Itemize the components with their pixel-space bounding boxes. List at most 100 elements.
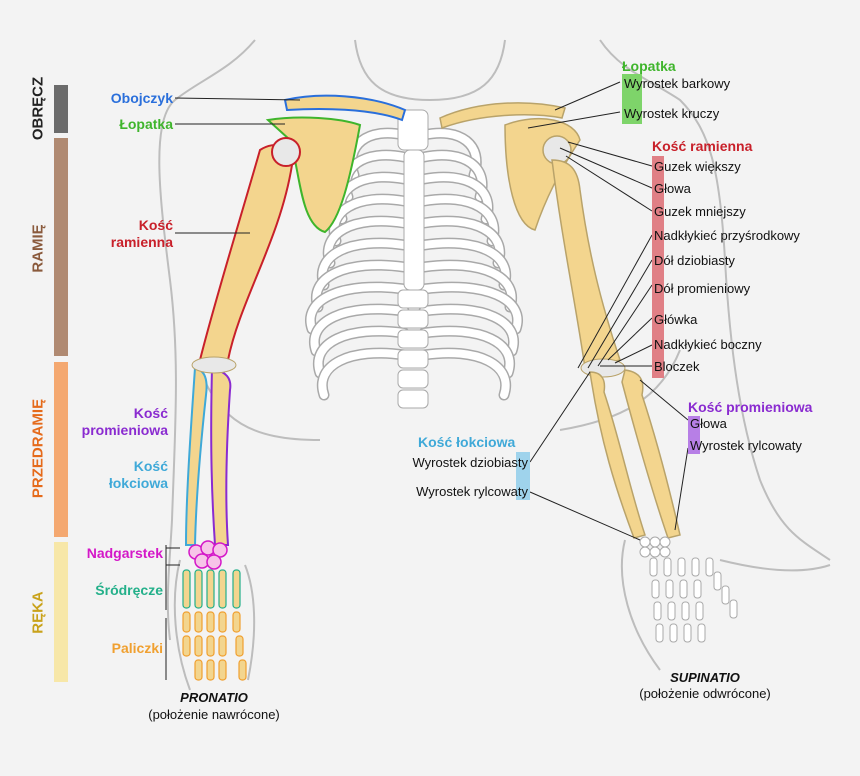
rib bbox=[420, 305, 518, 355]
region-label-ramie: RAMIĘ bbox=[29, 224, 47, 273]
right-arm bbox=[439, 102, 831, 671]
label-paliczki: Paliczki bbox=[111, 640, 163, 656]
rib bbox=[314, 327, 408, 377]
label-obojczyk: Obojczyk bbox=[110, 90, 173, 106]
region-bar-reka bbox=[54, 542, 68, 682]
phalanx bbox=[651, 579, 660, 599]
caption-supinatio-subtitle: (położenie odwrócone) bbox=[639, 686, 771, 701]
left-phalanges bbox=[182, 611, 247, 681]
region-label-obrecz: OBRĘCZ bbox=[29, 76, 47, 141]
phalanx bbox=[218, 659, 227, 681]
left-arm bbox=[173, 94, 407, 691]
item-wyrostek-kruczy: Wyrostek kruczy bbox=[624, 106, 720, 121]
left-scapula bbox=[265, 116, 362, 234]
phalanx bbox=[665, 579, 674, 599]
rib bbox=[310, 305, 408, 355]
left-metacarpals bbox=[182, 569, 241, 609]
phalanx bbox=[235, 635, 244, 657]
left-humerus-head bbox=[271, 137, 301, 167]
region-bar-obrecz bbox=[54, 85, 68, 133]
phalanx bbox=[182, 611, 191, 633]
phalanx bbox=[206, 659, 215, 681]
rib bbox=[306, 283, 408, 333]
metacarpal bbox=[649, 557, 658, 577]
caption-pronatio-subtitle: (położenie nawrócone) bbox=[148, 707, 280, 722]
phalanx bbox=[206, 635, 215, 657]
bar-lopatka bbox=[622, 74, 642, 124]
phalanx bbox=[679, 579, 688, 599]
phalanx bbox=[693, 579, 702, 599]
phalanx bbox=[683, 623, 692, 643]
phalanx bbox=[653, 601, 662, 621]
leader-lines bbox=[165, 81, 689, 680]
right-hand bbox=[639, 536, 738, 643]
item-wyrostek-rylcowaty-radius: Wyrostek rylcowaty bbox=[690, 438, 802, 453]
left-clavicle bbox=[283, 94, 407, 122]
rib bbox=[420, 327, 514, 377]
phalanx bbox=[681, 601, 690, 621]
phalanx bbox=[218, 635, 227, 657]
carpal bbox=[649, 536, 661, 548]
metacarpal bbox=[194, 569, 203, 609]
phalanx bbox=[182, 635, 191, 657]
item-glowa-radius: Głowa bbox=[690, 416, 727, 431]
region-label-przedramie: PRZEDRAMIĘ bbox=[29, 398, 47, 499]
item-nadklykiec-boczny: Nadkłykieć boczny bbox=[654, 337, 762, 352]
item-glowka: Główka bbox=[654, 312, 698, 327]
phalanx bbox=[238, 659, 247, 681]
left-humerus bbox=[198, 144, 294, 361]
phalanx bbox=[194, 635, 203, 657]
label-kosc-promieniowa-left-2: promieniowa bbox=[81, 422, 168, 438]
metacarpal bbox=[663, 557, 672, 577]
label-srodrecze: Śródręcze bbox=[95, 582, 163, 598]
carpal bbox=[639, 546, 651, 558]
label-kosc-promieniowa-left-1: Kość bbox=[133, 405, 168, 421]
item-glowa-humerus: Głowa bbox=[654, 181, 691, 196]
carpal bbox=[659, 546, 671, 558]
item-wyrostek-rylcowaty-ulna: Wyrostek rylcowaty bbox=[416, 484, 528, 499]
title-kosc-ramienna-right: Kość ramienna bbox=[652, 138, 753, 154]
region-label-reka: RĘKA bbox=[29, 591, 47, 634]
right-hand-outline bbox=[621, 539, 831, 671]
phalanx bbox=[655, 623, 664, 643]
bar-kosc-ramienna bbox=[652, 156, 664, 378]
bar-kosc-lokciowa bbox=[516, 452, 530, 500]
right-humerus bbox=[551, 159, 621, 369]
label-kosc-lokciowa-left-2: łokciowa bbox=[108, 475, 168, 491]
phalanx bbox=[721, 585, 730, 605]
metacarpal bbox=[182, 569, 191, 609]
left-radius bbox=[210, 366, 232, 546]
phalanx bbox=[713, 571, 722, 591]
label-lopatka-left: Łopatka bbox=[119, 116, 173, 132]
label-nadgarstek: Nadgarstek bbox=[86, 545, 163, 561]
bar-kosc-promieniowa bbox=[688, 416, 700, 454]
item-guzek-wiekszy: Guzek większy bbox=[654, 159, 741, 174]
label-kosc-ramienna-left-2: ramienna bbox=[110, 234, 173, 250]
body-outline bbox=[158, 39, 831, 641]
label-kosc-ramienna-left-1: Kość bbox=[138, 217, 173, 233]
region-bar-przedramie bbox=[54, 362, 68, 537]
phalanx bbox=[669, 623, 678, 643]
metacarpal bbox=[705, 557, 714, 577]
item-nadklykiec-przysrodkowy: Nadkłykieć przyśrodkowy bbox=[654, 228, 800, 243]
carpal bbox=[659, 536, 671, 548]
item-dol-promieniowy: Dół promieniowy bbox=[654, 281, 751, 296]
right-ulna bbox=[589, 371, 646, 539]
caption-supinatio-title: SUPINATIO bbox=[670, 670, 740, 685]
metacarpal bbox=[677, 557, 686, 577]
carpal bbox=[649, 546, 661, 558]
phalanx bbox=[194, 611, 203, 633]
right-clavicle bbox=[439, 102, 566, 130]
phalanx bbox=[729, 599, 738, 619]
spine bbox=[397, 109, 429, 409]
phalanx bbox=[695, 601, 704, 621]
item-wyrostek-dziobiasty: Wyrostek dziobiasty bbox=[412, 455, 528, 470]
rib bbox=[420, 283, 522, 333]
title-lopatka-right: Łopatka bbox=[622, 58, 676, 74]
rib bbox=[318, 349, 408, 399]
left-hand-outline bbox=[173, 559, 256, 691]
phalanx bbox=[206, 611, 215, 633]
item-bloczek: Bloczek bbox=[654, 359, 700, 374]
region-bar-ramie bbox=[54, 138, 68, 356]
phalanx bbox=[697, 623, 706, 643]
